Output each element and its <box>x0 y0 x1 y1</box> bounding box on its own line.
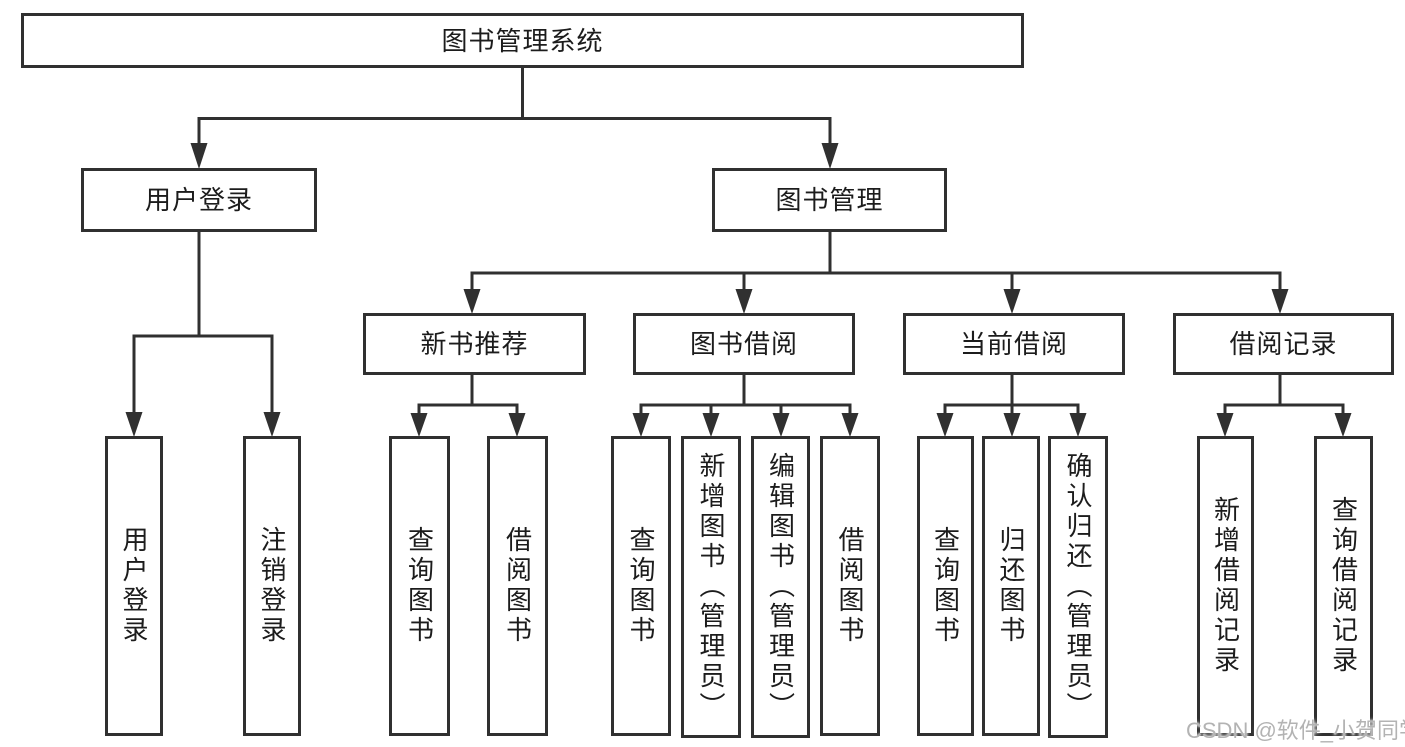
arrowhead-icon <box>1216 413 1234 437</box>
node-current-borrowing: 当前借阅 <box>903 313 1125 375</box>
node-book-borrowing-label: 图书借阅 <box>689 329 798 359</box>
leaf-label: 查询图书 <box>626 526 656 646</box>
leaf-label: 注销登录 <box>257 526 287 646</box>
arrowhead-icon <box>841 413 859 437</box>
leaf-confirm-return-admin: 确认归还（管理员） <box>1048 436 1108 738</box>
leaf-label: 确认归还（管理员） <box>1063 452 1093 722</box>
arrowhead-icon <box>1003 289 1021 314</box>
node-root: 图书管理系统 <box>21 13 1024 68</box>
node-user-login-label: 用户登录 <box>144 185 253 215</box>
node-book-borrowing: 图书借阅 <box>633 313 855 375</box>
leaf-label: 新增图书（管理员） <box>696 452 726 722</box>
leaf-query-borrow-record: 查询借阅记录 <box>1314 436 1373 736</box>
leaf-label: 借阅图书 <box>502 526 533 646</box>
arrowhead-icon <box>410 413 428 437</box>
leaf-query-books-borrowing: 查询图书 <box>611 436 671 736</box>
node-current-borrowing-label: 当前借阅 <box>959 329 1068 359</box>
arrowhead-icon <box>263 412 281 437</box>
leaf-edit-book-admin: 编辑图书（管理员） <box>751 436 810 738</box>
arrowhead-icon <box>1334 413 1352 437</box>
arrowhead-icon <box>936 413 954 437</box>
leaf-label: 查询图书 <box>404 526 435 646</box>
leaf-label: 用户登录 <box>119 526 149 646</box>
leaf-label: 编辑图书（管理员） <box>765 452 796 722</box>
leaf-query-books-current: 查询图书 <box>917 436 974 736</box>
arrowhead-icon <box>1069 413 1087 437</box>
arrowhead-icon <box>190 143 208 169</box>
node-book-management-label: 图书管理 <box>775 185 884 215</box>
arrowhead-icon <box>1271 289 1289 314</box>
arrowhead-icon <box>125 412 143 437</box>
arrowhead-icon <box>463 289 481 314</box>
node-new-book-recommend: 新书推荐 <box>363 313 586 375</box>
arrowhead-icon <box>702 413 720 437</box>
node-borrow-records: 借阅记录 <box>1173 313 1394 375</box>
arrowhead-icon <box>735 289 753 314</box>
leaf-return-book: 归还图书 <box>982 436 1040 736</box>
leaf-label: 查询借阅记录 <box>1328 496 1359 676</box>
leaf-label: 借阅图书 <box>835 526 865 646</box>
leaf-label: 查询图书 <box>930 526 961 646</box>
leaf-borrow-books-borrowing: 借阅图书 <box>820 436 880 736</box>
arrowhead-icon <box>821 143 839 169</box>
node-borrow-records-label: 借阅记录 <box>1229 329 1338 359</box>
node-book-management: 图书管理 <box>712 168 947 232</box>
leaf-label: 归还图书 <box>996 526 1026 646</box>
node-new-book-recommend-label: 新书推荐 <box>420 329 529 359</box>
leaf-query-books-recommend: 查询图书 <box>389 436 450 736</box>
leaf-logout: 注销登录 <box>243 436 301 736</box>
node-user-login: 用户登录 <box>81 168 317 232</box>
arrowhead-icon <box>632 413 650 437</box>
node-root-label: 图书管理系统 <box>441 25 604 56</box>
leaf-add-borrow-record: 新增借阅记录 <box>1197 436 1254 736</box>
arrowhead-icon <box>508 413 526 437</box>
arrowhead-icon <box>772 413 790 437</box>
csdn-watermark: CSDN @软件_小贺同学 <box>1186 718 1405 743</box>
arrowhead-icon <box>1003 413 1021 437</box>
leaf-label: 新增借阅记录 <box>1210 496 1241 676</box>
leaf-user-login: 用户登录 <box>105 436 163 736</box>
leaf-borrow-books-recommend: 借阅图书 <box>487 436 548 736</box>
leaf-add-book-admin: 新增图书（管理员） <box>681 436 741 738</box>
